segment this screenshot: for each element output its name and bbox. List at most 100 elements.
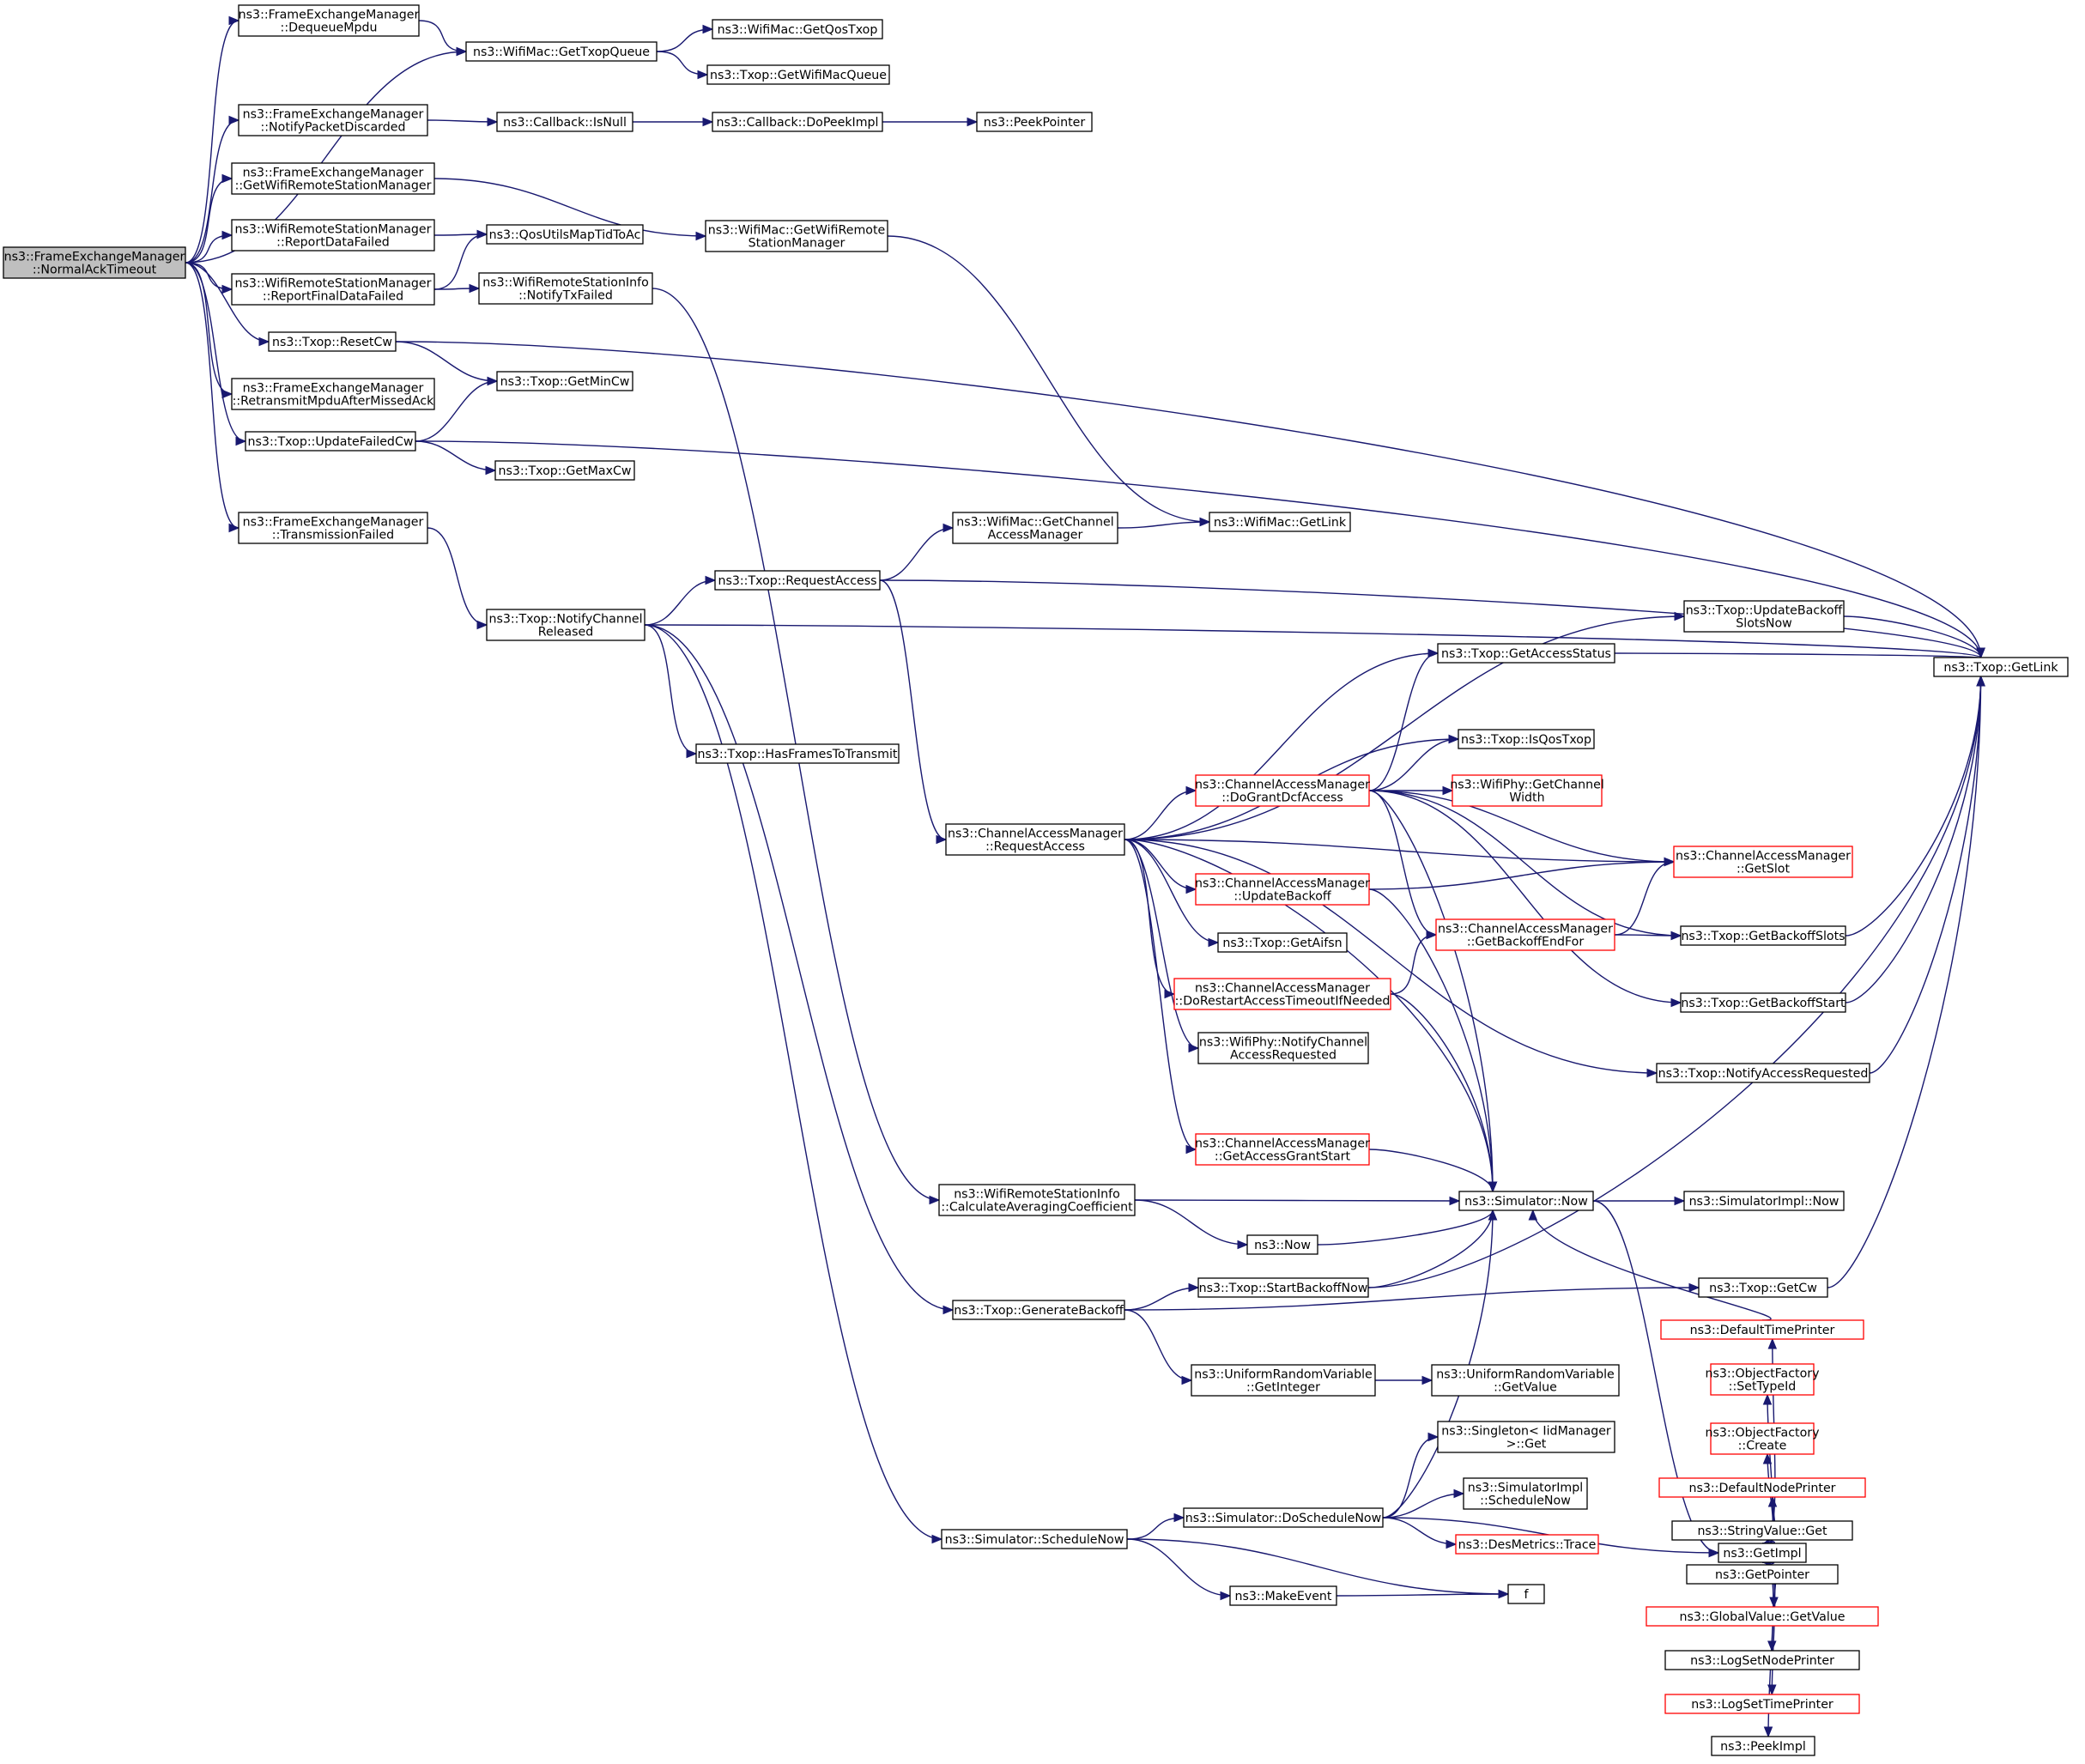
node-txop-getbackoffstart[interactable]: ns3::Txop::GetBackoffStart [1680,992,1846,1013]
node-txop-getcw[interactable]: ns3::Txop::GetCw [1698,1277,1828,1298]
node-globalvalue-getvalue[interactable]: ns3::GlobalValue::GetValue [1646,1606,1879,1627]
node-wrsi-notifytx[interactable]: ns3::WifiRemoteStationInfo::NotifyTxFail… [478,272,653,305]
node-root[interactable]: ns3::FrameExchangeManager::NormalAckTime… [3,246,186,279]
node-sim-now[interactable]: ns3::Simulator::Now [1458,1191,1594,1211]
node-wm-getwrsm[interactable]: ns3::WifiMac::GetWifiRemoteStationManage… [705,220,888,252]
node-wrsm-reportdata[interactable]: ns3::WifiRemoteStationManager::ReportDat… [231,219,435,252]
node-fem-dequeue[interactable]: ns3::FrameExchangeManager::DequeueMpdu [238,4,420,37]
node-label: ns3::Txop::GetMaxCw [499,464,632,478]
node-fem-notifypkt[interactable]: ns3::FrameExchangeManager::NotifyPacketD… [238,104,428,136]
node-label: ns3::GlobalValue::GetValue [1680,1610,1846,1624]
arrowhead [1528,1209,1538,1221]
node-box [486,609,646,641]
arrowhead [1427,648,1439,658]
node-label: ::ReportFinalDataFailed [263,290,403,304]
edge-line [1845,676,1982,1003]
edge-line [415,440,496,471]
node-wrsm-reportfinal[interactable]: ns3::WifiRemoteStationManager::ReportFin… [231,273,435,306]
arrowhead [1488,1181,1498,1193]
node-label: ns3::ChannelAccessManager [1676,850,1851,864]
node-getimpl[interactable]: ns3::GetImpl [1718,1543,1807,1563]
arrowhead [702,24,714,34]
edge-fem-transfailed-to-txop-notifychrel [427,527,488,630]
node-box [1710,1422,1815,1455]
node-qosutils[interactable]: ns3::QosUtilsMapTidToAc [486,224,644,245]
node-cb-dopeek[interactable]: ns3::Callback::DoPeekImpl [712,112,883,132]
node-simimpl-now[interactable]: ns3::SimulatorImpl::Now [1683,1191,1845,1211]
node-wm-getlink[interactable]: ns3::WifiMac::GetLink [1209,512,1351,532]
node-wm-getqostxop[interactable]: ns3::WifiMac::GetQosTxop [712,19,883,39]
node-fem-retransmit[interactable]: ns3::FrameExchangeManager::RetransmitMpd… [231,378,435,410]
node-peekimpl[interactable]: ns3::PeekImpl [1711,1736,1815,1756]
node-txop-updatefailedcw[interactable]: ns3::Txop::UpdateFailedCw [245,431,416,452]
arrowhead [1767,1337,1778,1349]
arrowhead [967,117,979,127]
node-txop-getmaxcw[interactable]: ns3::Txop::GetMaxCw [494,460,635,481]
node-logsettimeprinter[interactable]: ns3::LogSetTimePrinter [1664,1694,1860,1714]
edge-line [415,380,498,442]
node-fem-transfailed[interactable]: ns3::FrameExchangeManager::TransmissionF… [238,512,428,544]
node-txop-resetcw[interactable]: ns3::Txop::ResetCw [268,331,397,352]
arrowhead [476,620,488,630]
node-txop-getwifimacqueue[interactable]: ns3::Txop::GetWifiMacQueue [706,64,890,85]
node-cam-updatebackoff[interactable]: ns3::ChannelAccessManager::UpdateBackoff [1195,873,1370,906]
node-txop-notifyaccreq[interactable]: ns3::Txop::NotifyAccessRequested [1656,1063,1870,1083]
node-makeevent[interactable]: ns3::MakeEvent [1229,1585,1337,1606]
node-urv-getvalue[interactable]: ns3::UniformRandomVariable::GetValue [1431,1364,1620,1397]
node-urv-getinteger[interactable]: ns3::UniformRandomVariable::GetInteger [1191,1364,1376,1397]
node-f[interactable]: f [1507,1584,1545,1604]
node-cam-getbackoffendfor[interactable]: ns3::ChannelAccessManager::GetBackoffEnd… [1435,918,1615,951]
node-box [245,431,416,452]
node-objf-settypeid[interactable]: ns3::ObjectFactory::SetTypeId [1706,1363,1820,1396]
node-txop-getaifsn[interactable]: ns3::Txop::GetAifsn [1217,932,1348,953]
node-cam-requestaccess[interactable]: ns3::ChannelAccessManager::RequestAccess [945,823,1125,856]
arrowhead [221,230,233,240]
edge-line [1124,652,1439,840]
node-getpointer[interactable]: ns3::GetPointer [1686,1564,1839,1585]
node-txop-generatebackoff[interactable]: ns3::Txop::GenerateBackoff [952,1300,1125,1320]
node-wm-gettxopqueue[interactable]: ns3::WifiMac::GetTxopQueue [465,41,658,62]
edge-line [1367,676,1982,1288]
edge-cam-requestaccess-to-wp-notifychacc [1124,839,1200,1053]
node-stringvalue-get[interactable]: ns3::StringValue::Get [1671,1520,1853,1541]
node-fem-getwrsm[interactable]: ns3::FrameExchangeManager::GetWifiRemote… [231,162,435,195]
arrowhead [221,173,233,184]
node-txop-getlink[interactable]: ns3::Txop::GetLink [1933,657,2069,677]
node-peekpointer[interactable]: ns3::PeekPointer [976,112,1093,132]
node-objf-create[interactable]: ns3::ObjectFactory::Create [1706,1422,1820,1455]
node-txop-requestaccess[interactable]: ns3::Txop::RequestAccess [714,570,881,591]
node-txop-getbackoffslots[interactable]: ns3::Txop::GetBackoffSlots [1680,925,1846,946]
node-wp-notifychacc[interactable]: ns3::WifiPhy::NotifyChannelAccessRequest… [1197,1032,1369,1064]
edge-line [1117,521,1210,529]
node-sim-doschedulenow[interactable]: ns3::Simulator::DoScheduleNow [1183,1507,1384,1528]
node-logsetnodeprinter[interactable]: ns3::LogSetNodePrinter [1664,1650,1860,1670]
node-txop-startbackoffnow[interactable]: ns3::Txop::StartBackoffNow [1197,1277,1369,1298]
node-txop-getaccessstatus[interactable]: ns3::Txop::GetAccessStatus [1437,643,1615,664]
node-defaulttimeprinter[interactable]: ns3::DefaultTimePrinter [1660,1319,1864,1340]
arrowhead [1199,517,1211,527]
node-sim-schedulenow[interactable]: ns3::Simulator::ScheduleNow [941,1529,1128,1549]
node-cam-dorestart[interactable]: ns3::ChannelAccessManager::DoRestartAcce… [1173,978,1391,1010]
node-desmetrics-trace[interactable]: ns3::DesMetrics::Trace [1455,1534,1599,1555]
node-wrsi-calcavg[interactable]: ns3::WifiRemoteStationInfo::CalculateAve… [938,1184,1136,1216]
node-label: ns3::WifiRemoteStationInfo [482,276,649,290]
node-box [1246,1234,1318,1255]
node-simimpl-schedulenow[interactable]: ns3::SimulatorImpl::ScheduleNow [1463,1477,1588,1510]
node-box [231,219,435,252]
node-singleton-get[interactable]: ns3::Singleton< IidManager >::Get [1437,1421,1615,1453]
node-label: ns3::WifiPhy::NotifyChannel [1199,1036,1367,1050]
node-txop-hasframes[interactable]: ns3::Txop::HasFramesToTransmit [695,743,900,764]
node-defaultnodeprinter[interactable]: ns3::DefaultNodePrinter [1658,1477,1866,1498]
node-box [1710,1363,1815,1396]
node-cam-dogrant[interactable]: ns3::ChannelAccessManager::DoGrantDcfAcc… [1195,774,1370,807]
node-cam-getslot[interactable]: ns3::ChannelAccessManager::GetSlot [1673,846,1853,878]
node-ns3-now[interactable]: ns3::Now [1246,1234,1318,1255]
node-cam-getaccessgrant[interactable]: ns3::ChannelAccessManager::GetAccessGran… [1195,1133,1370,1166]
node-txop-isqostxop[interactable]: ns3::Txop::IsQosTxop [1458,729,1595,749]
node-txop-getmincw[interactable]: ns3::Txop::GetMinCw [496,371,633,391]
node-cb-isnull[interactable]: ns3::Callback::IsNull [496,112,633,132]
